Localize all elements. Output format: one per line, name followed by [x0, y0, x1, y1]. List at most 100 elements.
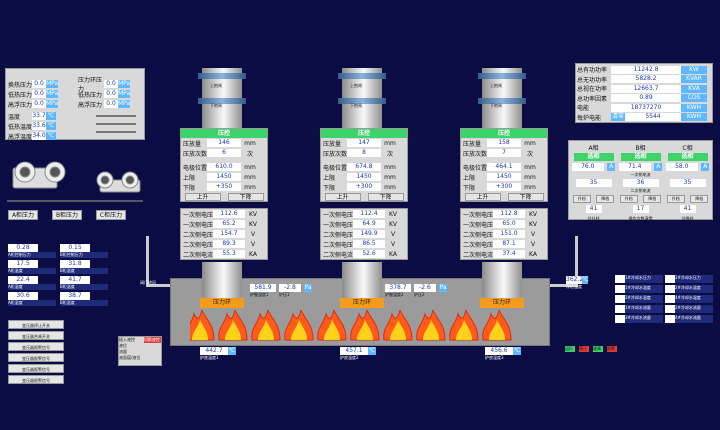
row-value: 610.0 [207, 163, 241, 171]
current-value: 76.0 [571, 163, 604, 171]
temp-unit: ℃ [46, 132, 56, 140]
bottom-label: 炉底温度3 [485, 355, 504, 360]
row-unit: mm [244, 139, 256, 147]
temp-value: 33.7 [32, 112, 46, 120]
gear-up-button[interactable]: 升档 [666, 195, 685, 203]
raise-button[interactable]: 上升 [324, 193, 361, 201]
flame-core-icon [291, 320, 307, 340]
current2-value: 35 [575, 179, 612, 187]
row-value: +300 [347, 183, 381, 191]
phase-action[interactable]: 操作次数清零 [628, 216, 653, 221]
lower-button[interactable]: 下降 [367, 193, 404, 201]
phase-col: A相 [588, 144, 599, 152]
unit: ℃ [513, 347, 521, 355]
measure-value: 149.9 [353, 230, 385, 238]
left-action-button[interactable]: 变压器报警信号 [8, 375, 64, 384]
power-value: 11242.8 [611, 65, 681, 74]
measure-unit: V [250, 230, 256, 238]
slider-1[interactable] [96, 115, 136, 117]
measure-value: 112.4 [353, 210, 385, 218]
row-value: +300 [487, 183, 521, 191]
temp-label: 温度 [8, 113, 21, 121]
flame-core-icon [456, 320, 472, 340]
button-row: 上升下降 [321, 192, 407, 202]
phase-status: 选相选相选相 [570, 152, 711, 162]
power-unit: KVAR [681, 75, 707, 84]
left-action-button[interactable]: 变压器报警信号 [8, 342, 64, 351]
left-action-button[interactable]: 变压器停止开关 [8, 320, 64, 329]
left-action-button[interactable]: 变压器报警信号 [8, 353, 64, 362]
furnace-press-label: 炉压2 [414, 292, 425, 297]
row-value: 8 [347, 149, 381, 157]
right-value [665, 305, 675, 313]
small-label: A柜温度 [8, 284, 56, 290]
slider-2[interactable] [96, 123, 136, 125]
gear-up-button[interactable]: 升档 [619, 195, 638, 203]
power-label: 总功率因素 [577, 95, 608, 103]
flame-core-icon [390, 320, 406, 340]
phase-select[interactable]: 选相 [573, 153, 614, 161]
inlet-tag[interactable]: 切换液控 [143, 337, 161, 343]
phase-action[interactable]: 总降档 [681, 216, 694, 221]
left-valve-pipe-h [146, 284, 170, 287]
panel-header: 压控 [181, 129, 267, 138]
left-action-button[interactable]: 变压器报警信号 [8, 364, 64, 373]
current2-value: 36 [622, 179, 659, 187]
measure-label: 二次侧电流 [463, 251, 494, 259]
pressure-ring: 压力环 [480, 298, 524, 308]
phase-gear-buttons: 升档降档升档降档升档降档 [570, 194, 711, 204]
phase-action[interactable]: 总升档 [587, 216, 600, 221]
right-valve-pipe-h [550, 284, 578, 287]
pump-tag-b[interactable]: B柜压力 [52, 210, 82, 220]
raise-button[interactable]: 上升 [184, 193, 221, 201]
reset-button[interactable]: 清零 [611, 113, 625, 122]
slider-3[interactable] [96, 131, 136, 133]
small-value: 38.7 [60, 292, 90, 300]
left-action-button[interactable]: 变压器合闸开关 [8, 331, 64, 340]
measure-unit: V [250, 240, 256, 248]
lower-button[interactable]: 下降 [227, 193, 264, 201]
inlet-title: 插入液控 [119, 337, 135, 342]
row-unit: mm [384, 183, 396, 191]
clamp-ring [478, 98, 526, 104]
measure-value: 65.0 [493, 220, 525, 228]
pump-tag-c[interactable]: C柜压力 [96, 210, 126, 220]
param-unit: MPa [46, 90, 59, 98]
flame-core-icon [357, 320, 373, 340]
phase-select[interactable]: 选相 [620, 153, 661, 161]
gear-down-button[interactable]: 降档 [690, 195, 709, 203]
measure-unit: V [390, 240, 396, 248]
pump-tag-a[interactable]: A柜压力 [8, 210, 38, 220]
row-value: 158 [487, 139, 521, 147]
phase-select[interactable]: 选相 [667, 153, 708, 161]
gear-up-button[interactable]: 升档 [572, 195, 591, 203]
right-value [665, 315, 675, 323]
row-label: 上限 [183, 174, 196, 182]
small-value: 0.15 [60, 244, 90, 252]
power-label: 电能 [577, 105, 590, 113]
row-unit: mm [384, 163, 396, 171]
lower-button[interactable]: 下降 [507, 193, 544, 201]
button-row: 上升下降 [461, 192, 547, 202]
right-readout: 2#冷却水流量 [665, 305, 713, 313]
gear-down-button[interactable]: 降档 [643, 195, 662, 203]
row-value: 7 [487, 149, 521, 157]
row-unit: mm [524, 173, 536, 181]
gear-down-button[interactable]: 降档 [596, 195, 615, 203]
measure-unit: KV [528, 210, 538, 218]
row-value: 1450 [487, 173, 521, 181]
raise-button[interactable]: 上升 [464, 193, 501, 201]
left-valve-pipe [146, 236, 149, 286]
